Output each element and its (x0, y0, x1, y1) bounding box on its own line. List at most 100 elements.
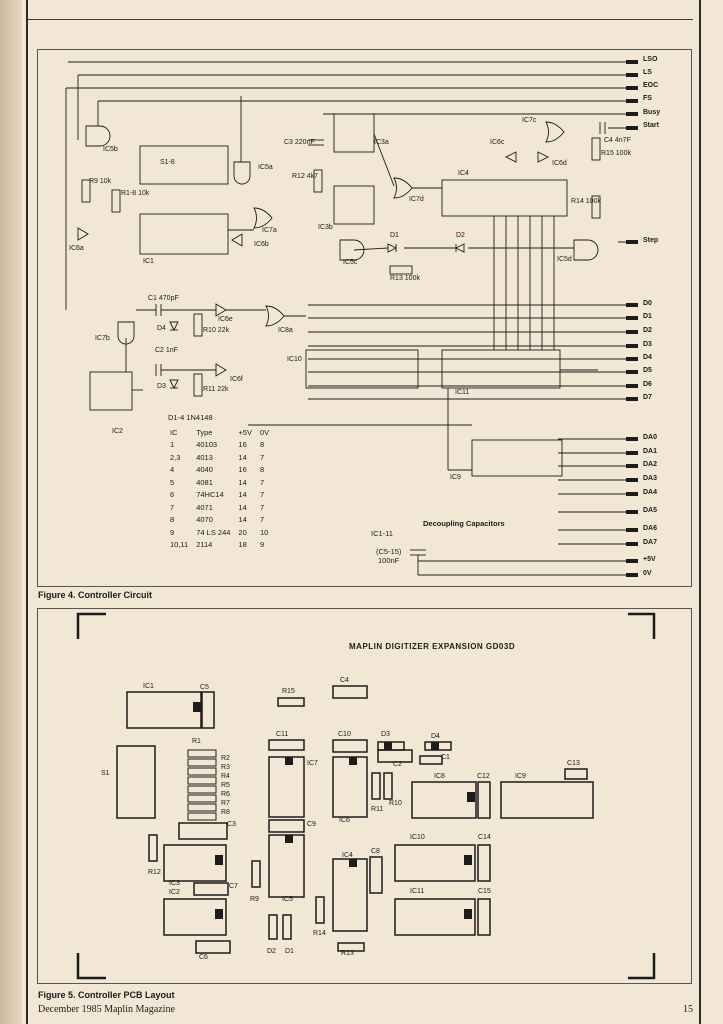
ic-label: IC11 (455, 389, 470, 396)
table-cell: 2,3 (170, 452, 181, 462)
pcb-label: R2 (221, 755, 230, 762)
table-cell: 4013 (196, 452, 213, 462)
table-cell: 74HC14 (196, 490, 224, 500)
part-label: S1-8 (160, 159, 175, 166)
pcb-label: R12 (148, 869, 161, 876)
pcb-label: R1 (192, 738, 201, 745)
ic-label: IC6f (230, 376, 243, 383)
signal-label-5v: +5V (643, 556, 656, 563)
pcb-label: R8 (221, 809, 230, 816)
signal-label-da2: DA2 (643, 461, 658, 468)
signal-label-d3: D3 (643, 341, 652, 348)
pcb-title: MAPLIN DIGITIZER EXPANSION GD03D (349, 642, 516, 651)
table-cell: 8 (259, 440, 265, 450)
part-label: R11 22k (203, 386, 229, 393)
table-cell: 2114 (196, 540, 213, 550)
table-row: 9 74 LS 244 20 10 (166, 526, 273, 539)
pcb-label: C3 (227, 821, 236, 828)
signal-label-start: Start (643, 122, 659, 129)
ic-label: IC7a (262, 227, 277, 234)
ic-label: IC6d (552, 160, 567, 167)
pcb-label: R5 (221, 782, 230, 789)
pcb-label: C13 (567, 760, 580, 767)
signal-label-fs: FS (643, 95, 652, 102)
pcb-label: IC9 (515, 773, 526, 780)
pcb-label: IC5 (282, 896, 293, 903)
ic-label: IC6c (490, 139, 505, 146)
table-cell: 40103 (196, 440, 218, 450)
ic-label: IC3b (318, 224, 333, 231)
ic-label: IC10 (287, 356, 302, 363)
table-header: 0V (259, 427, 270, 437)
table-cell: 16 (238, 465, 247, 475)
top-rule (28, 19, 693, 20)
table-cell: 10 (259, 527, 269, 537)
pcb-label: C6 (199, 954, 208, 961)
signal-label-da0: DA0 (643, 434, 658, 441)
part-label: R10 22k (203, 327, 230, 334)
table-cell: 14 (238, 490, 247, 500)
pcb-label: IC2 (169, 889, 180, 896)
pcb-label: C9 (307, 821, 316, 828)
pcb-label: R9 (250, 896, 259, 903)
part-label: D3 (157, 383, 166, 390)
table-cell: 4081 (196, 477, 213, 487)
left-margin-rule (26, 0, 28, 1024)
part-label: C3 220nF (284, 139, 315, 146)
pcb-label: IC8 (434, 773, 445, 780)
signal-label-da4: DA4 (643, 489, 658, 496)
table-cell: 14 (238, 515, 247, 525)
pcb-label: R7 (221, 800, 230, 807)
table-cell: 7 (259, 477, 265, 487)
pcb-label: C12 (477, 773, 490, 780)
signal-terminal-pads (626, 60, 638, 577)
table-cell: 74 LS 244 (196, 527, 231, 537)
table-cell: 20 (238, 527, 247, 537)
ic-label: IC3a (374, 139, 389, 146)
part-label: R13 100k (390, 275, 420, 282)
ic-label: IC6b (254, 241, 269, 248)
table-cell: 9 (170, 527, 175, 537)
pcb-label: D1 (285, 948, 294, 955)
table-header: +5V (238, 427, 252, 437)
part-label: D4 (157, 325, 166, 332)
table-cell: 4071 (196, 502, 213, 512)
signal-label-da1: DA1 (643, 448, 658, 455)
signal-label-da5: DA5 (643, 507, 658, 514)
signal-label-d4: D4 (643, 354, 652, 361)
table-cell: 14 (238, 502, 247, 512)
ic-label: IC5d (557, 256, 572, 263)
pcb-layout-drawing (76, 612, 656, 980)
part-label: D1 (390, 232, 399, 239)
signal-label-d2: D2 (643, 327, 652, 334)
signal-label-d7: D7 (643, 394, 652, 401)
table-header: Type (196, 427, 213, 437)
pcb-label: C10 (338, 731, 351, 738)
part-label: R15 100k (601, 150, 631, 157)
part-label: C2 1nF (155, 347, 178, 354)
table-cell: 9 (259, 540, 265, 550)
ic-label: IC2 (112, 428, 123, 435)
ic-label: IC8a (278, 327, 293, 334)
decoupling-line1: IC1-11 (371, 529, 393, 538)
pcb-label: C15 (478, 888, 491, 895)
pcb-label: C14 (478, 834, 491, 841)
controller-circuit-schematic (65, 60, 638, 577)
pcb-label: C2 (393, 761, 402, 768)
part-label: R1-8 10k (121, 190, 150, 197)
ic-label: IC7b (95, 335, 110, 342)
page-number: 15 (683, 1004, 693, 1015)
pcb-label: C4 (340, 677, 349, 684)
diode-note: D1-4 1N4148 (168, 413, 213, 422)
table-cell: 4040 (196, 465, 213, 475)
footer-issue: December 1985 Maplin Magazine (38, 1004, 175, 1015)
pin1-markers (193, 702, 475, 919)
table-cell: 8 (259, 465, 265, 475)
pcb-label: R15 (282, 688, 295, 695)
table-cell: 7 (259, 452, 265, 462)
part-label: C4 4n7F (604, 137, 631, 144)
